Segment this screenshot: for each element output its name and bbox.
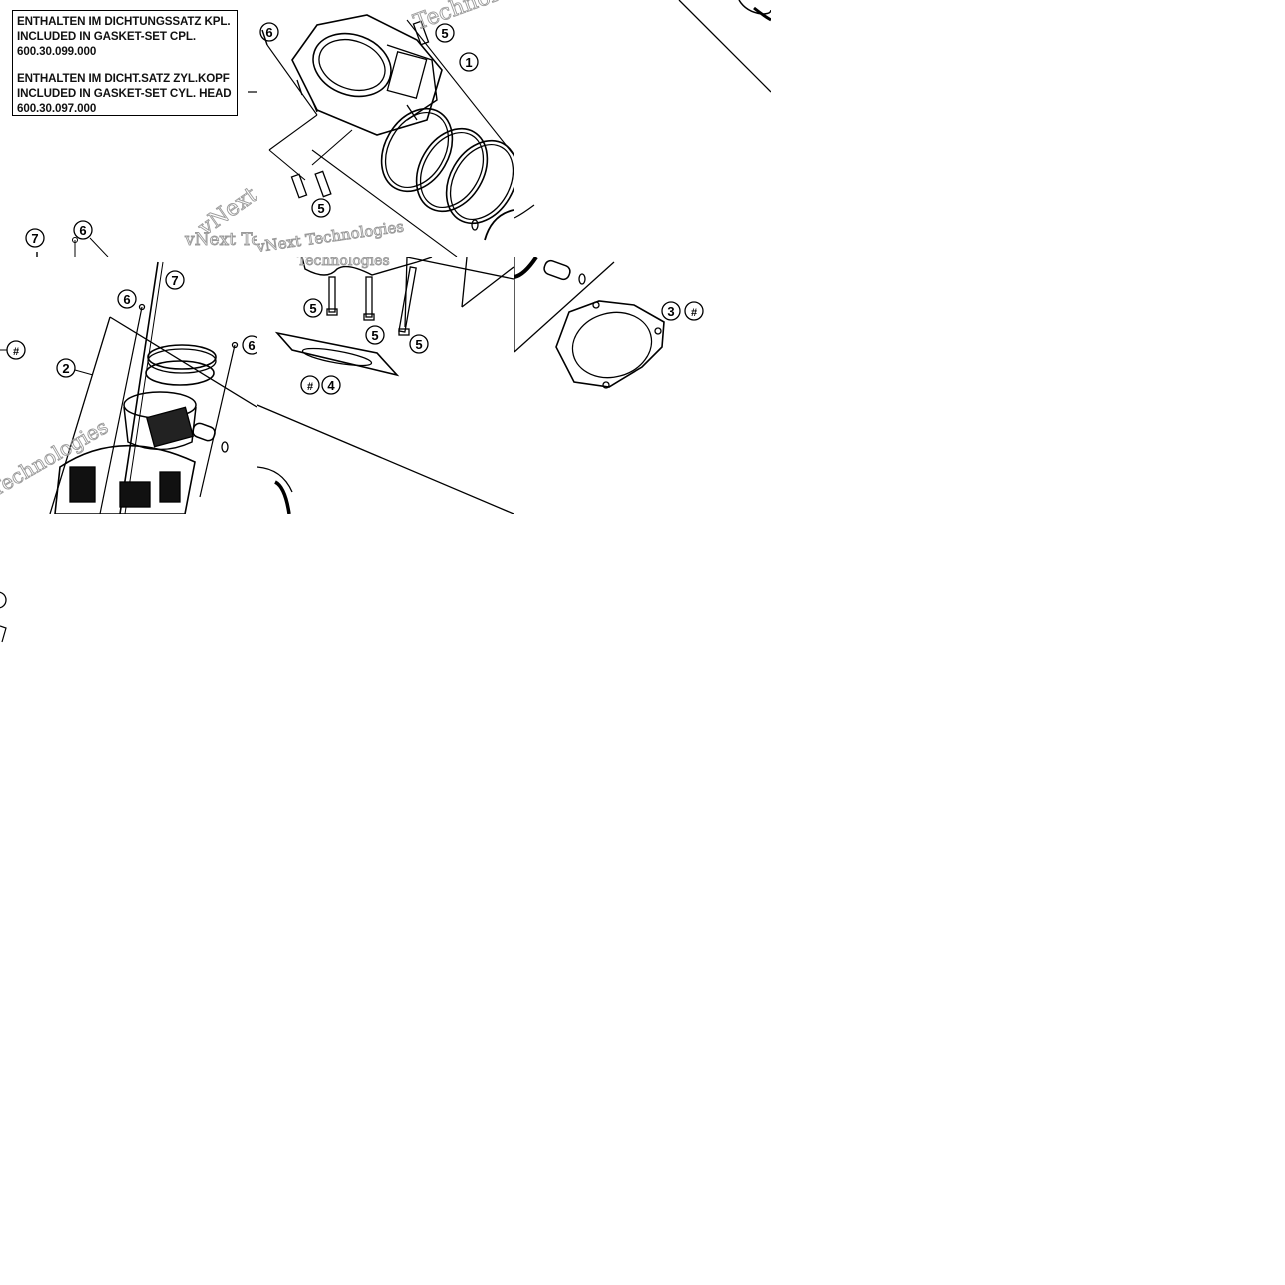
legend-line-4: ENTHALTEN IM DICHT.SATZ ZYL.KOPF [17,72,230,85]
watermark-3: Technologies [411,0,514,36]
callout-5-d: 5 [309,301,316,316]
callout-1: 1 [465,55,472,70]
tile-cylinder: 6 5 1 5 Technologies vNext Technologies [257,0,514,257]
callout-4: 4 [327,378,335,393]
tile-legend: ENTHALTEN IM DICHTUNGSSATZ KPL. INCLUDED… [0,0,257,257]
tile-gasket-head: 5 5 5 # 4 Technologies [257,257,514,514]
callout-7-a: 7 [31,231,38,246]
tile-base-gasket: 3 # [514,257,771,514]
tile-piston: 7 6 2 # 6 Technologies [0,257,257,514]
callout-7-b: 7 [171,273,178,288]
legend-leader-lines: 7 6 vNext Technologies vNext [25,91,257,257]
tile-bottom-fragment [0,514,257,654]
callout-6-d: 6 [248,338,255,353]
watermark-2: vNext Technologies [257,217,405,256]
callout-5-e: 5 [371,328,378,343]
legend-line-2: INCLUDED IN GASKET-SET CPL. [17,30,196,43]
piston-assembly-drawing: 7 6 2 # 6 Technologies [0,261,257,514]
head-gasket-drawing: 5 5 5 # 4 Technologies [257,257,514,514]
legend-line-5: INCLUDED IN GASKET-SET CYL. HEAD [17,87,232,100]
callout-5-f: 5 [415,337,422,352]
legend-line-3: 600.30.099.000 [17,45,97,58]
base-gasket-drawing: 3 # [514,257,704,389]
tile-top-right [514,0,771,257]
callout-2: 2 [62,361,69,376]
hash-marker-a: # [13,346,19,358]
legend-line-6: 600.30.097.000 [17,102,97,115]
cylinder-assembly-drawing: 6 5 1 5 Technologies vNext Technologies [257,0,514,257]
hash-marker-c: # [691,307,697,319]
bottom-fragment-drawing [0,591,7,643]
gasket-set-legend-box: ENTHALTEN IM DICHTUNGSSATZ KPL. INCLUDED… [12,10,238,116]
callout-5-b: 5 [441,26,448,41]
callout-6-b: 6 [265,25,272,40]
callout-3: 3 [667,304,674,319]
callout-6-a: 6 [79,223,86,238]
callout-6-c: 6 [123,292,130,307]
watermark-1: vNext Technologies [184,230,257,250]
watermark-5: Technologies [297,257,390,269]
detail-top-right-drawing [514,0,771,219]
legend-line-1: ENTHALTEN IM DICHTUNGSSATZ KPL. [17,15,231,28]
hash-marker-b: # [307,381,313,393]
callout-5-c: 5 [317,201,324,216]
